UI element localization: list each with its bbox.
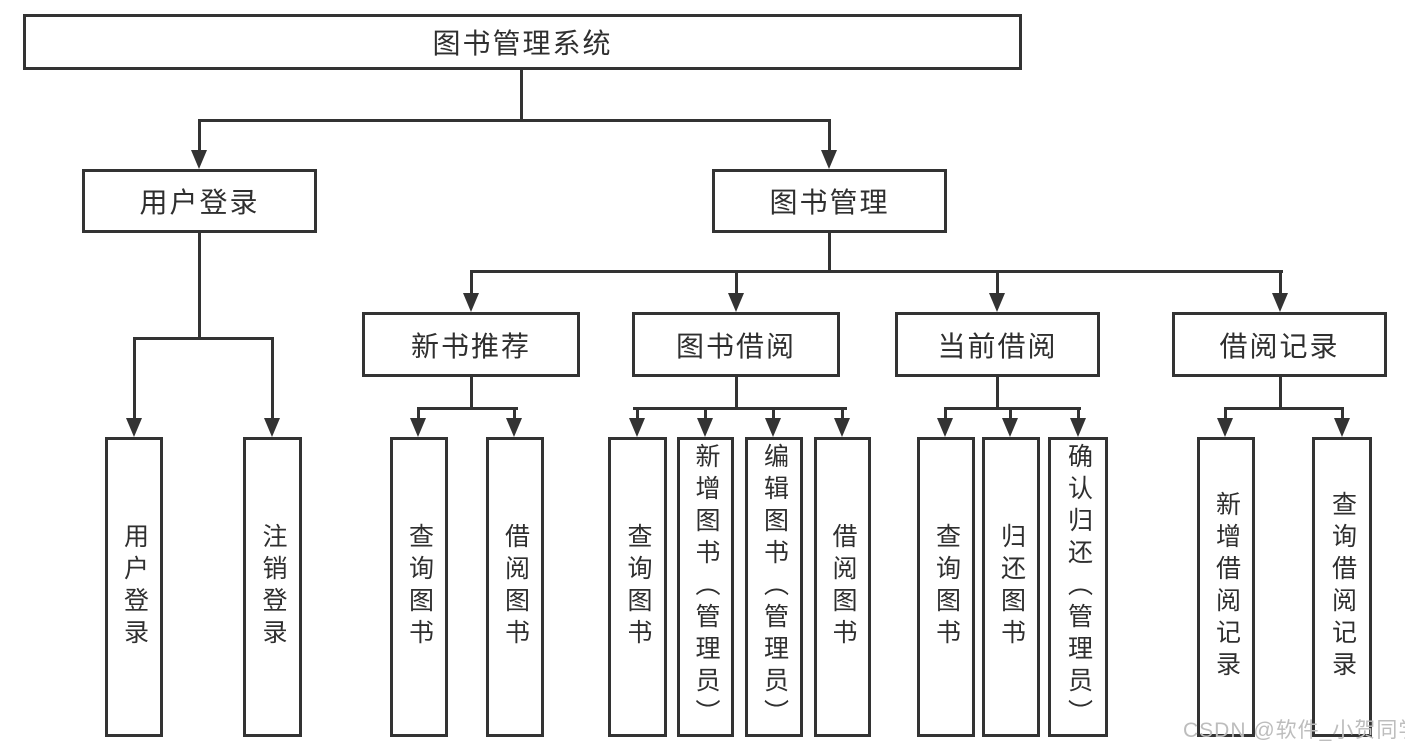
leaf-label: 新增借阅记录 [1212, 491, 1241, 683]
leaf-label: 注销登录 [259, 523, 287, 651]
leaf-label: 用户登录 [120, 523, 149, 651]
leaf-current-query-books: 查询图书 [917, 437, 975, 737]
connector-line [271, 337, 274, 420]
connector-line [1279, 377, 1282, 410]
leaf-logout: 注销登录 [243, 437, 302, 737]
leaf-label: 查询图书 [405, 523, 434, 651]
arrow-down-icon [506, 418, 522, 437]
leaf-label: 编辑图书（管理员） [760, 443, 789, 731]
leaf-user-login: 用户登录 [105, 437, 163, 737]
arrow-down-icon [629, 418, 645, 437]
node-new-book-recommend: 新书推荐 [362, 312, 580, 377]
arrow-down-icon [191, 150, 207, 169]
connector-line [772, 407, 775, 420]
node-book-management: 图书管理 [712, 169, 947, 233]
node-book-management-system: 图书管理系统 [23, 14, 1022, 70]
arrow-down-icon [1217, 418, 1233, 437]
connector-line [198, 119, 201, 153]
arrow-down-icon [821, 150, 837, 169]
leaf-current-confirm-return-admin: 确认归还（管理员） [1048, 437, 1108, 737]
node-book-borrowing: 图书借阅 [632, 312, 840, 377]
leaf-label: 借阅图书 [501, 523, 530, 651]
arrow-down-icon [834, 418, 850, 437]
connector-line [735, 270, 738, 296]
node-borrow-records: 借阅记录 [1172, 312, 1387, 377]
connector-line [198, 233, 201, 340]
connector-line [417, 407, 518, 410]
connector-line [513, 407, 516, 420]
leaf-records-query-record: 查询借阅记录 [1312, 437, 1372, 737]
leaf-borrow-edit-books-admin: 编辑图书（管理员） [745, 437, 803, 737]
connector-line [198, 119, 831, 122]
arrow-down-icon [126, 418, 142, 437]
connector-line [944, 407, 1081, 410]
arrow-down-icon [463, 293, 479, 312]
arrow-down-icon [1070, 418, 1086, 437]
leaf-label: 借阅图书 [829, 523, 857, 651]
connector-line [996, 270, 999, 296]
leaf-borrow-borrow-books: 借阅图书 [814, 437, 871, 737]
connector-line [704, 407, 707, 420]
leaf-borrow-add-books-admin: 新增图书（管理员） [677, 437, 734, 737]
csdn-watermark: CSDN @软件_小贺同学 [1183, 719, 1405, 742]
leaf-records-add-record: 新增借阅记录 [1197, 437, 1255, 737]
connector-line [1224, 407, 1227, 420]
leaf-newbook-borrow-books: 借阅图书 [486, 437, 544, 737]
connector-line [841, 407, 844, 420]
arrow-down-icon [1272, 293, 1288, 312]
leaf-label: 查询借阅记录 [1328, 491, 1357, 683]
leaf-borrow-query-books: 查询图书 [608, 437, 667, 737]
connector-line [1224, 407, 1344, 410]
connector-line [470, 270, 473, 296]
connector-line [520, 70, 523, 122]
leaf-label: 新增图书（管理员） [692, 443, 720, 731]
connector-line [1279, 270, 1282, 296]
connector-line [470, 377, 473, 410]
leaf-label: 归还图书 [997, 523, 1026, 651]
connector-line [828, 119, 831, 153]
connector-line [417, 407, 420, 420]
connector-line [1009, 407, 1012, 420]
connector-line [996, 377, 999, 410]
connector-line [735, 377, 738, 410]
connector-line [828, 233, 831, 273]
arrow-down-icon [937, 418, 953, 437]
connector-line [133, 337, 274, 340]
arrow-down-icon [728, 293, 744, 312]
connector-line [133, 337, 136, 420]
leaf-label: 查询图书 [932, 523, 961, 651]
arrow-down-icon [264, 418, 280, 437]
arrow-down-icon [1334, 418, 1350, 437]
node-user-login: 用户登录 [82, 169, 317, 233]
node-current-borrowing: 当前借阅 [895, 312, 1100, 377]
arrow-down-icon [697, 418, 713, 437]
leaf-label: 查询图书 [624, 523, 652, 651]
connector-line [633, 407, 847, 410]
arrow-down-icon [410, 418, 426, 437]
leaf-label: 确认归还（管理员） [1064, 443, 1093, 731]
connector-line [470, 270, 1283, 273]
connector-line [1077, 407, 1080, 420]
leaf-current-return-books: 归还图书 [982, 437, 1040, 737]
arrow-down-icon [1002, 418, 1018, 437]
connector-line [1341, 407, 1344, 420]
leaf-newbook-query-books: 查询图书 [390, 437, 448, 737]
connector-line [636, 407, 639, 420]
connector-line [944, 407, 947, 420]
arrow-down-icon [989, 293, 1005, 312]
arrow-down-icon [765, 418, 781, 437]
